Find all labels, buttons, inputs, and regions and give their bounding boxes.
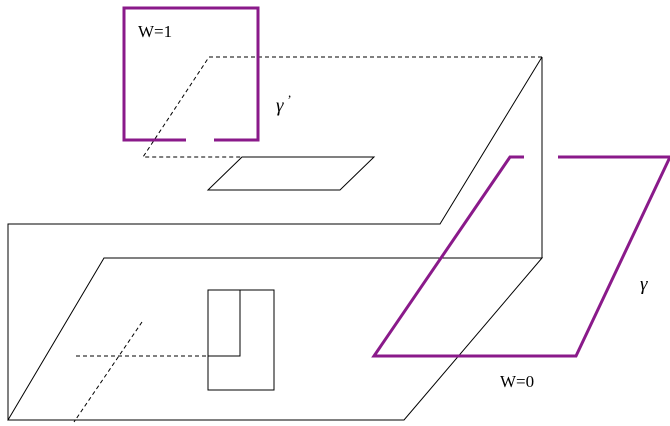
lower-sheet <box>7 257 544 421</box>
label-gamma: γ <box>640 274 648 295</box>
lower-cut-inner <box>208 290 241 357</box>
label-gamma-prime: γ’ <box>276 92 291 117</box>
gamma-prime-symbol: γ <box>276 95 284 117</box>
label-w1: W=1 <box>138 22 173 41</box>
lower-hidden-diagonal <box>73 321 143 423</box>
upper-sheet-edge <box>7 56 543 420</box>
prime-mark: ’ <box>286 92 291 107</box>
label-w0: W=0 <box>500 372 535 391</box>
lower-cut <box>207 289 275 391</box>
loop-w1 <box>122 6 260 142</box>
upper-cut <box>206 156 376 191</box>
upper-sheet-hidden-edge <box>142 56 542 158</box>
loop-gamma-left <box>371 155 670 358</box>
